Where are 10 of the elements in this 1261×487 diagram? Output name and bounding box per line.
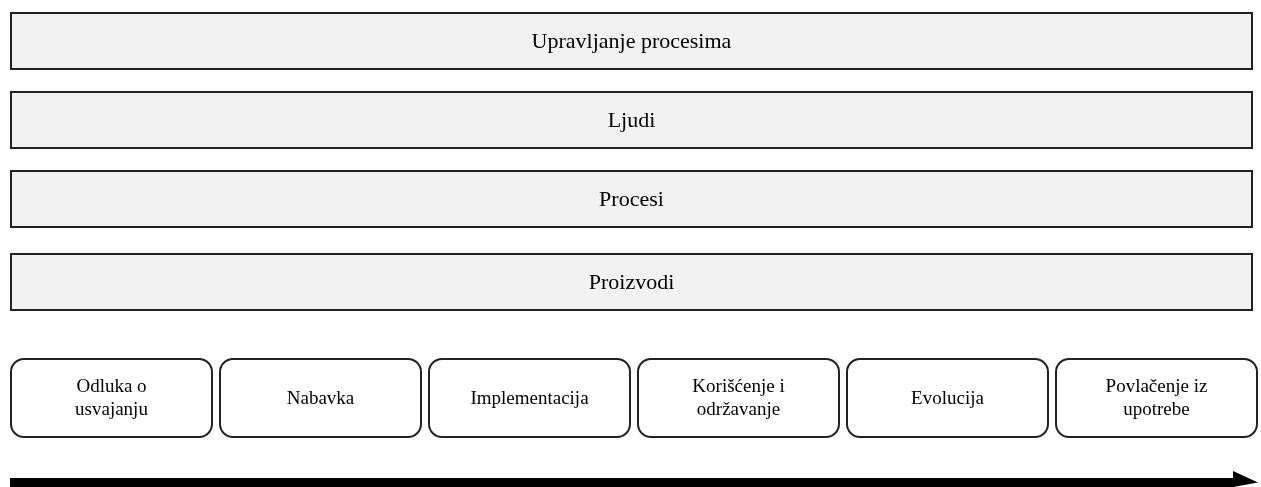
- phase-box: Korišćenje i održavanje: [637, 358, 840, 438]
- layer-band: Proizvodi: [10, 253, 1253, 311]
- layer-band: Upravljanje procesima: [10, 12, 1253, 70]
- layer-band: Ljudi: [10, 91, 1253, 149]
- phase-box: Nabavka: [219, 358, 422, 438]
- phase-box: Implementacija: [428, 358, 631, 438]
- phase-box: Povlačenje iz upotrebe: [1055, 358, 1258, 438]
- phase-box: Evolucija: [846, 358, 1049, 438]
- phase-box: Odluka o usvajanju: [10, 358, 213, 438]
- layer-band: Procesi: [10, 170, 1253, 228]
